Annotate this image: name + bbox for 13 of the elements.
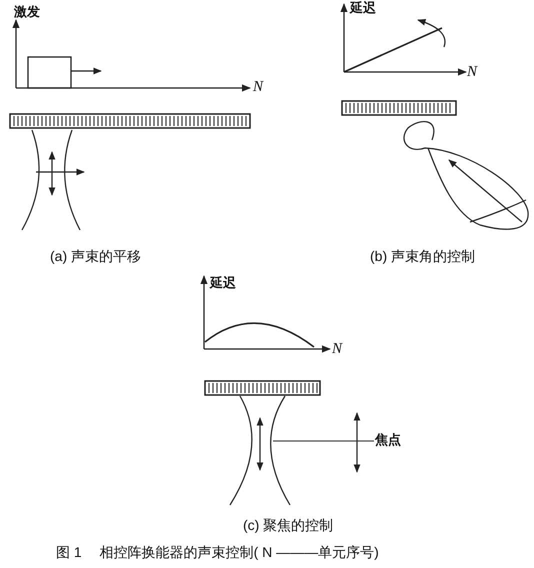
axis-title: 激发 [14, 6, 40, 19]
leader-line [272, 440, 374, 442]
subfigure-caption: (b) 声束角的控制 [370, 249, 475, 263]
subfigure-caption: (a) 声束的平移 [50, 249, 141, 263]
subfigure-caption: (c) 聚焦的控制 [243, 518, 334, 532]
axis-label: N [253, 80, 264, 95]
axis-label: N [467, 65, 478, 80]
focused-beam-drawing [229, 396, 291, 506]
axis-title: 延迟 [350, 2, 376, 15]
axis-label: N [332, 342, 342, 357]
figure-caption: 图 1 相控阵换能器的声束控制( N ———单元序号) [56, 545, 379, 559]
focus-label: 焦点 [374, 433, 402, 448]
axis-title: 延迟 [210, 277, 236, 290]
